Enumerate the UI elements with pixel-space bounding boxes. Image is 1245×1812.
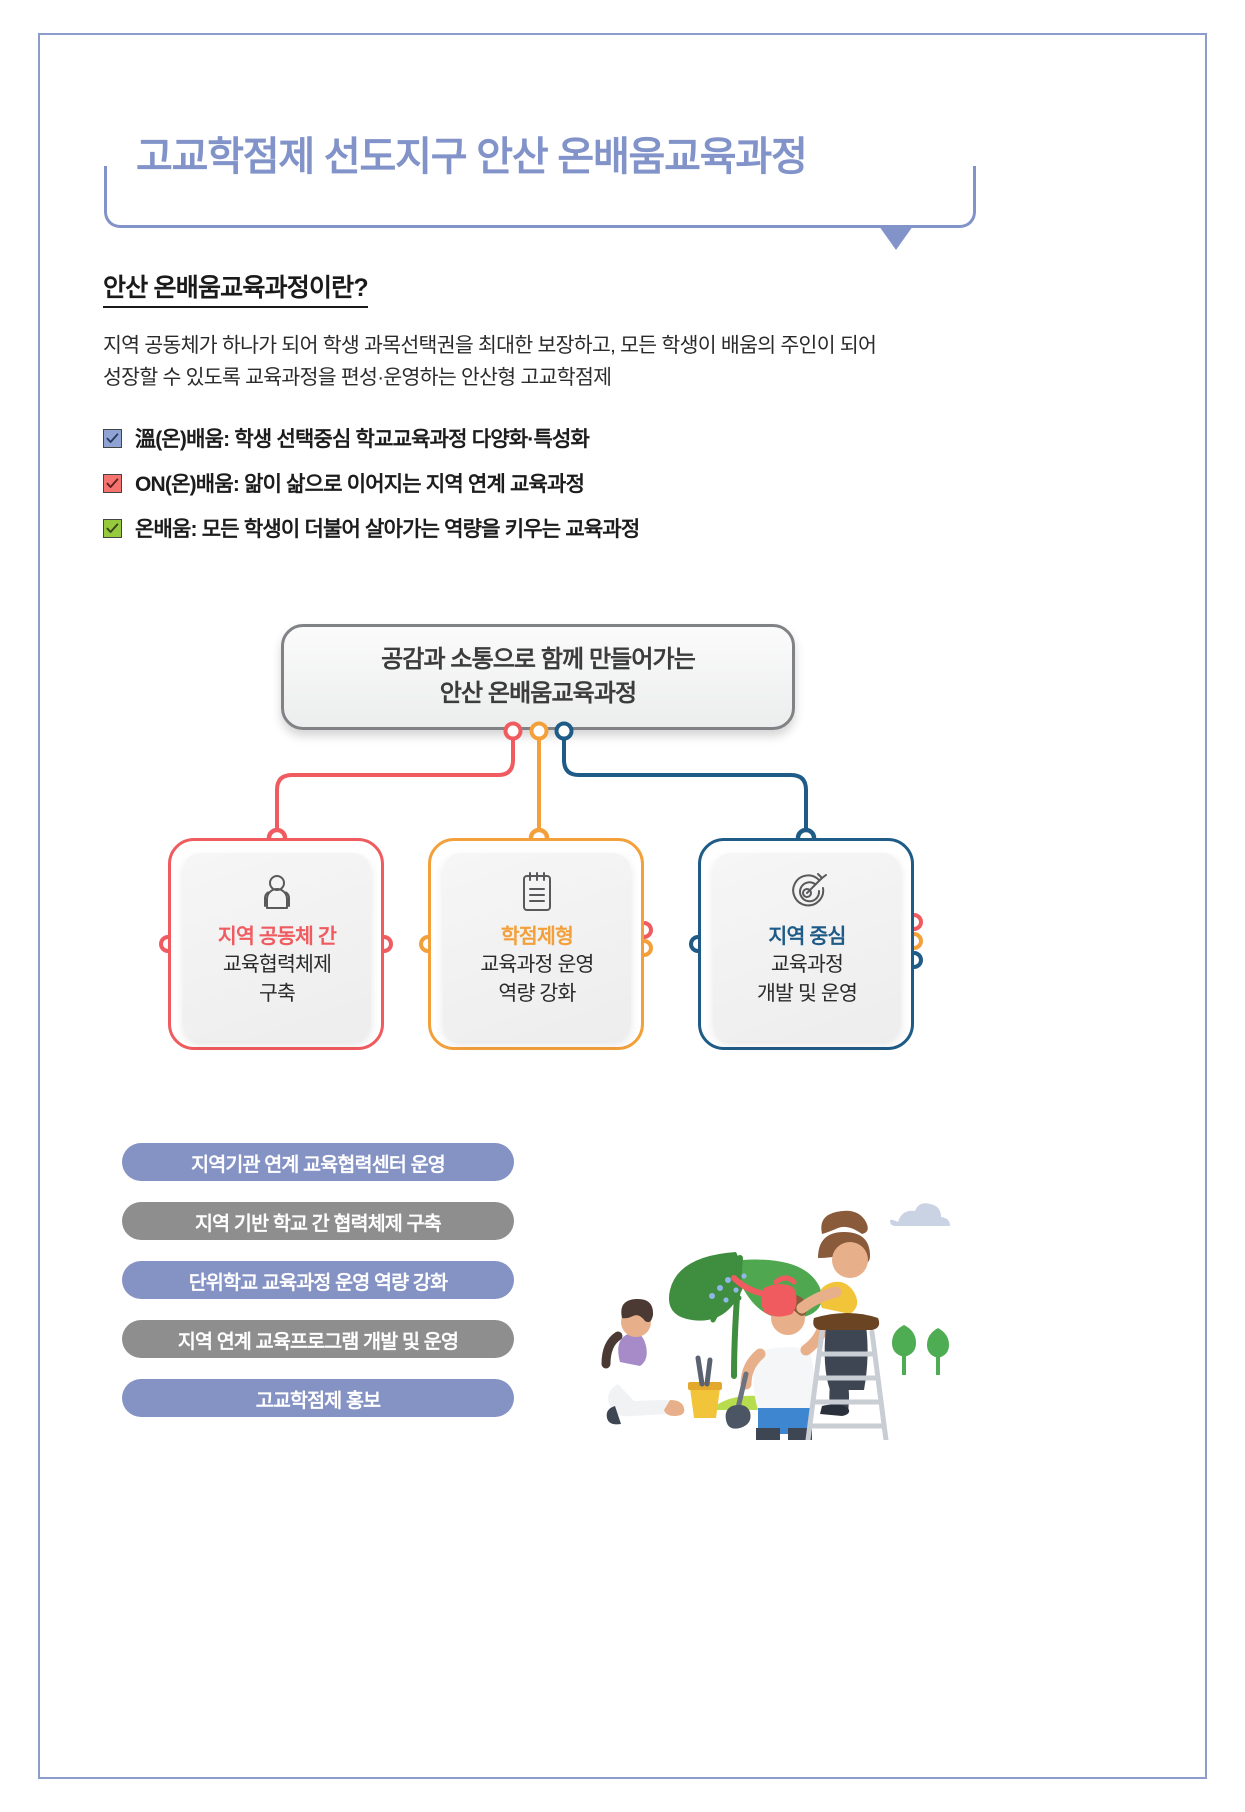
checkbox-checked-icon bbox=[103, 473, 122, 493]
card-subtitle-line-1: 교육협력체제 bbox=[222, 953, 332, 977]
program-pill-4[interactable]: 고교학점제 홍보 bbox=[122, 1379, 514, 1417]
intro-heading-text: 안산 온배움교육과정이란? bbox=[103, 274, 369, 302]
checklist-item-label: 溫(온)배움: 학생 선택중심 학교교육과정 다양화·특성화 bbox=[135, 428, 590, 451]
program-pill-label: 지역 연계 교육프로그램 개발 및 운영 bbox=[177, 1330, 459, 1353]
target-icon bbox=[785, 869, 829, 915]
clipboard-icon bbox=[518, 869, 556, 915]
people-watering-plant-illustration bbox=[601, 1203, 950, 1440]
strategy-card-2[interactable]: 지역 중심 교육과정 개발 및 운영 bbox=[698, 838, 914, 1050]
card-title: 지역 공동체 간 bbox=[217, 925, 337, 948]
card-inner: 학점제형 교육과정 운영 역량 강화 bbox=[443, 853, 631, 1041]
hub-line-1: 공감과 소통으로 함께 만들어가는 bbox=[381, 645, 696, 673]
bracket-left-decor bbox=[104, 166, 128, 228]
program-pill-label: 고교학점제 홍보 bbox=[255, 1389, 381, 1412]
kneeling-girl bbox=[601, 1298, 685, 1425]
ladder bbox=[805, 1329, 889, 1440]
page-title: 고교학점제 선도지구 안산 온배움교육과정 bbox=[136, 135, 808, 179]
card-inner: 지역 공동체 간 교육협력체제 구축 bbox=[183, 853, 371, 1041]
checklist-item-label: ON(온)배움: 앎이 삶으로 이어지는 지역 연계 교육과정 bbox=[135, 473, 585, 496]
program-pill-0[interactable]: 지역기관 연계 교육협력센터 운영 bbox=[122, 1143, 514, 1181]
card-subtitle-line-1: 교육과정 bbox=[770, 953, 844, 977]
hub-box: 공감과 소통으로 함께 만들어가는 안산 온배움교육과정 bbox=[281, 624, 795, 730]
hub-text: 공감과 소통으로 함께 만들어가는 안산 온배움교육과정 bbox=[381, 643, 696, 711]
checklist-item-0: 溫(온)배움: 학생 선택중심 학교교육과정 다양화·특성화 bbox=[103, 420, 1063, 456]
poster-frame bbox=[38, 33, 1207, 1779]
checkbox-checked-icon bbox=[103, 428, 122, 448]
strategy-card-0[interactable]: 지역 공동체 간 교육협력체제 구축 bbox=[168, 838, 384, 1050]
intro-body: 지역 공동체가 하나가 되어 학생 과목선택권을 최대한 보장하고, 모든 학생… bbox=[103, 330, 1063, 394]
checklist-item-label: 온배움: 모든 학생이 더불어 살아가는 역량을 키우는 교육과정 bbox=[135, 518, 640, 541]
checklist: 溫(온)배움: 학생 선택중심 학교교육과정 다양화·특성화 ON(온)배움: … bbox=[103, 420, 1063, 555]
card-inner: 지역 중심 교육과정 개발 및 운영 bbox=[713, 853, 901, 1041]
small-tree-1 bbox=[892, 1325, 916, 1375]
card-title: 학점제형 bbox=[500, 925, 574, 948]
hub-line-2: 안산 온배움교육과정 bbox=[439, 680, 637, 707]
card-subtitle-line-2: 구축 bbox=[258, 981, 296, 1005]
bucket-icon bbox=[688, 1355, 722, 1418]
bracket-right-decor bbox=[952, 166, 976, 228]
bracket-bottom-decor bbox=[127, 225, 953, 228]
card-subtitle-line-2: 역량 강화 bbox=[498, 981, 576, 1005]
bracket-arrow-icon bbox=[879, 226, 913, 250]
checkbox-checked-icon bbox=[103, 518, 122, 538]
intro-body-line-2: 성장할 수 있도록 교육과정을 편성·운영하는 안산형 고교학점제 bbox=[103, 365, 612, 389]
checklist-item-1: ON(온)배움: 앎이 삶으로 이어지는 지역 연계 교육과정 bbox=[103, 465, 1063, 501]
boy-with-shovel bbox=[725, 1294, 830, 1440]
program-pill-label: 지역기관 연계 교육협력센터 운영 bbox=[191, 1153, 446, 1176]
watering-can-icon bbox=[731, 1275, 797, 1317]
strategy-card-1[interactable]: 학점제형 교육과정 운영 역량 강화 bbox=[428, 838, 644, 1050]
card-subtitle-line-1: 교육과정 운영 bbox=[480, 953, 594, 977]
checklist-item-2: 온배움: 모든 학생이 더불어 살아가는 역량을 키우는 교육과정 bbox=[103, 510, 1063, 546]
program-pill-label: 단위학교 교육과정 운영 역량 강화 bbox=[188, 1271, 448, 1294]
card-subtitle-line-2: 개발 및 운영 bbox=[756, 981, 858, 1005]
program-pill-1[interactable]: 지역 기반 학교 간 협력체제 구축 bbox=[122, 1202, 514, 1240]
program-list: 지역기관 연계 교육협력센터 운영 지역 기반 학교 간 협력체제 구축 단위학… bbox=[122, 1143, 522, 1438]
card-title: 지역 중심 bbox=[768, 925, 846, 948]
standing-man-on-ladder bbox=[709, 1210, 889, 1440]
water-drops bbox=[709, 1273, 747, 1303]
program-pill-label: 지역 기반 학교 간 협력체제 구축 bbox=[195, 1212, 442, 1235]
cloud-icon bbox=[890, 1203, 950, 1226]
small-tree-2 bbox=[927, 1328, 949, 1375]
intro-section: 안산 온배움교육과정이란? 지역 공동체가 하나가 되어 학생 과목선택권을 최… bbox=[103, 268, 1063, 394]
program-pill-2[interactable]: 단위학교 교육과정 운영 역량 강화 bbox=[122, 1261, 514, 1299]
people-group-icon bbox=[255, 869, 299, 915]
title-block: 고교학점제 선도지구 안산 온배움교육과정 bbox=[104, 118, 1004, 250]
intro-body-line-1: 지역 공동체가 하나가 되어 학생 과목선택권을 최대한 보장하고, 모든 학생… bbox=[103, 334, 877, 357]
program-pill-3[interactable]: 지역 연계 교육프로그램 개발 및 운영 bbox=[122, 1320, 514, 1358]
ladder-top-platform bbox=[813, 1313, 880, 1330]
intro-heading: 안산 온배움교육과정이란? bbox=[103, 268, 369, 308]
